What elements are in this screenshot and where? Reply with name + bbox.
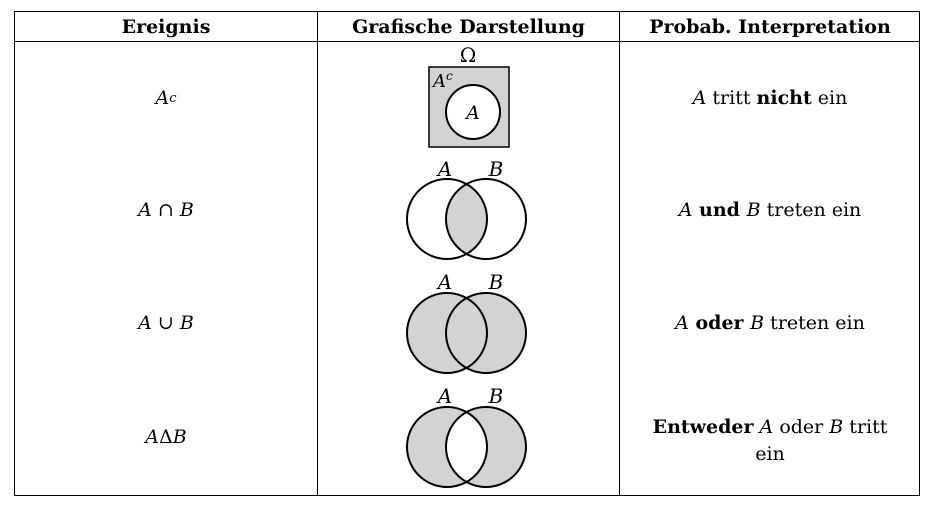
set-b-circle — [445, 292, 527, 374]
event-superscript: c — [169, 90, 177, 106]
set-b-circle — [445, 406, 527, 488]
label-b: B — [488, 384, 504, 408]
label-b: B — [488, 157, 504, 181]
set-b-circle — [445, 178, 527, 260]
event-symmetric-difference: AΔB — [145, 426, 187, 448]
label-a: A — [436, 157, 452, 181]
circle-label: A — [464, 102, 480, 124]
union-diagram: A B — [406, 270, 527, 374]
symmetric-difference-diagram: A B — [406, 384, 527, 488]
event-union: A ∪ B — [138, 312, 194, 334]
label-a: A — [436, 384, 452, 408]
header-event: Ereignis — [121, 15, 211, 38]
set-a-circle — [445, 84, 501, 140]
set-a-circle — [406, 178, 488, 260]
event-intersection: A ∩ B — [138, 199, 194, 221]
complement-label: Ac — [431, 69, 453, 92]
label-b: B — [488, 270, 504, 294]
column-divider — [619, 12, 620, 495]
header-graphic: Grafische Darstellung — [352, 15, 585, 38]
interp-complement: A tritt nicht ein — [692, 87, 848, 109]
event-symbol: A — [155, 87, 170, 109]
interp-union: A oder B treten ein — [675, 312, 865, 334]
interp-intersection: A und B treten ein — [678, 199, 862, 221]
interp-symmetric-difference: Entweder A oder B tritt ein — [652, 416, 888, 465]
label-a: A — [436, 270, 452, 294]
header-interpretation: Probab. Interpretation — [649, 15, 891, 38]
intersection-diagram: A B — [406, 157, 527, 260]
complement-diagram: Ω Ac A — [428, 43, 510, 148]
header-divider — [15, 41, 919, 42]
set-a-circle — [406, 292, 488, 374]
probability-table: Ereignis Grafische Darstellung Probab. I… — [14, 11, 920, 496]
column-divider — [317, 12, 318, 495]
set-a-circle — [406, 406, 488, 488]
omega-label: Ω — [460, 43, 477, 67]
